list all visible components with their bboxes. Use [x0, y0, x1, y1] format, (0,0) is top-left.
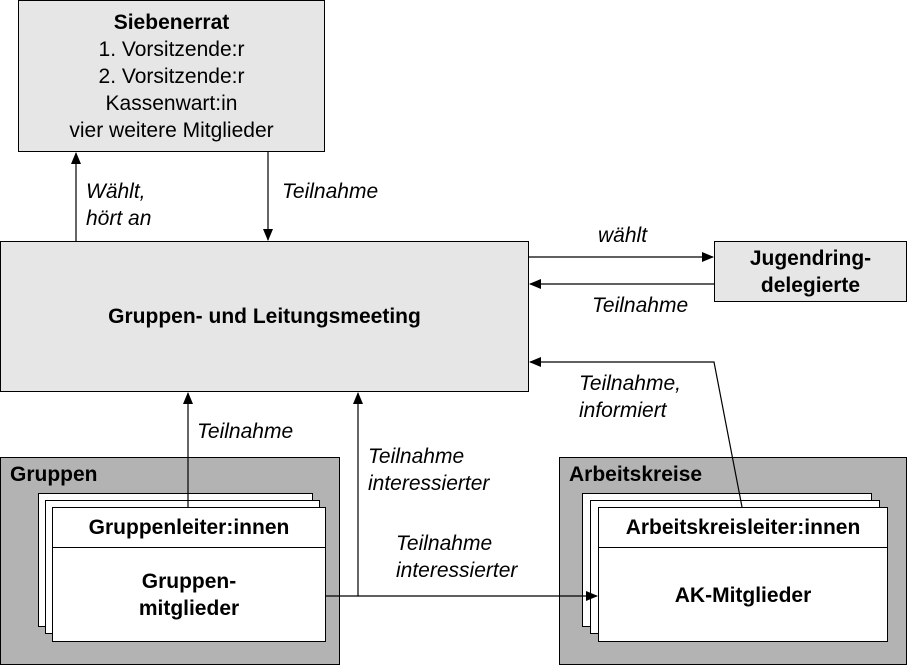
edge-label-teilnahme-siebenerrat: Teilnahme — [282, 178, 378, 205]
jugendring-box: Jugendring- delegierte — [714, 241, 907, 302]
edge-label-waehlt-hoert-an: Wählt, hört an — [86, 178, 151, 232]
edge-label-waehlt-hoert-line-1: Wählt, — [86, 180, 146, 203]
gruppen-card: Gruppenleiter:innen Gruppen- mitglieder — [52, 507, 326, 642]
siebenerrat-member-3: Kassenwart:in — [105, 91, 238, 115]
arbeitskreise-title: Arbeitskreise — [569, 463, 703, 486]
jugendring-line-2: delegierte — [760, 273, 861, 297]
edge-label-waehlt-hoert-line-2: hört an — [86, 207, 152, 230]
edge-label-teilnahme-interessierter-ak-line-2: interessierter — [396, 559, 518, 582]
gruppen-leaders-label: Gruppenleiter:innen — [88, 516, 290, 539]
edge-label-teilnahme-gruppen: Teilnahme — [197, 418, 293, 445]
edge-label-teilnahme-gruppen-text: Teilnahme — [197, 420, 294, 443]
arbeitskreise-card: Arbeitskreisleiter:innen AK-Mitglieder — [598, 507, 888, 642]
edge-label-waehlt: wählt — [598, 222, 647, 249]
arbeitskreise-members-area: AK-Mitglieder — [599, 548, 887, 642]
meeting-title: Gruppen- und Leitungsmeeting — [108, 305, 421, 328]
edge-label-teilnahme-interessierter-meeting-line-1: Teilnahme — [368, 445, 465, 468]
edge-label-teilnahme-interessierter-meeting-line-2: interessierter — [368, 472, 490, 495]
meeting-box: Gruppen- und Leitungsmeeting — [0, 241, 529, 392]
edge-label-waehlt-text: wählt — [598, 224, 648, 247]
edge-label-teilnahme-informiert-line-1: Teilnahme, — [579, 372, 681, 395]
gruppen-members-line-1: Gruppen- — [141, 570, 237, 593]
siebenerrat-box: Siebenerrat 1. Vorsitzende:r 2. Vorsitze… — [18, 0, 325, 152]
siebenerrat-member-1: 1. Vorsitzende:r — [98, 37, 245, 61]
gruppen-members-line-2: mitglieder — [138, 597, 240, 620]
arbeitskreise-leaders-header: Arbeitskreisleiter:innen — [599, 508, 887, 548]
edge-label-teilnahme-jugendring: Teilnahme — [592, 292, 688, 319]
arbeitskreise-members-label: AK-Mitglieder — [674, 583, 812, 607]
arrow-interested-to-meeting — [326, 392, 363, 597]
edge-label-teilnahme-informiert: Teilnahme, informiert — [579, 370, 681, 424]
edge-label-teilnahme-interessierter-meeting: Teilnahme interessierter — [368, 443, 489, 497]
arbeitskreise-leaders-label: Arbeitskreisleiter:innen — [625, 516, 861, 539]
edge-label-teilnahme-interessierter-ak: Teilnahme interessierter — [396, 530, 517, 584]
gruppen-leaders-header: Gruppenleiter:innen — [53, 508, 325, 548]
siebenerrat-member-4: vier weitere Mitglieder — [69, 118, 274, 142]
gruppen-title: Gruppen — [10, 463, 98, 486]
jugendring-line-1: Jugendring- — [749, 246, 872, 270]
edge-label-teilnahme-siebenerrat-text: Teilnahme — [282, 180, 379, 203]
gruppen-members-area: Gruppen- mitglieder — [53, 548, 325, 642]
edge-label-teilnahme-interessierter-ak-line-1: Teilnahme — [396, 532, 493, 555]
siebenerrat-member-2: 2. Vorsitzende:r — [98, 64, 245, 88]
edge-label-teilnahme-jugendring-text: Teilnahme — [592, 294, 689, 317]
edge-label-teilnahme-informiert-line-2: informiert — [579, 399, 667, 422]
siebenerrat-title: Siebenerrat — [113, 10, 230, 34]
arrow-arbeitskreise-to-meeting — [529, 357, 743, 508]
